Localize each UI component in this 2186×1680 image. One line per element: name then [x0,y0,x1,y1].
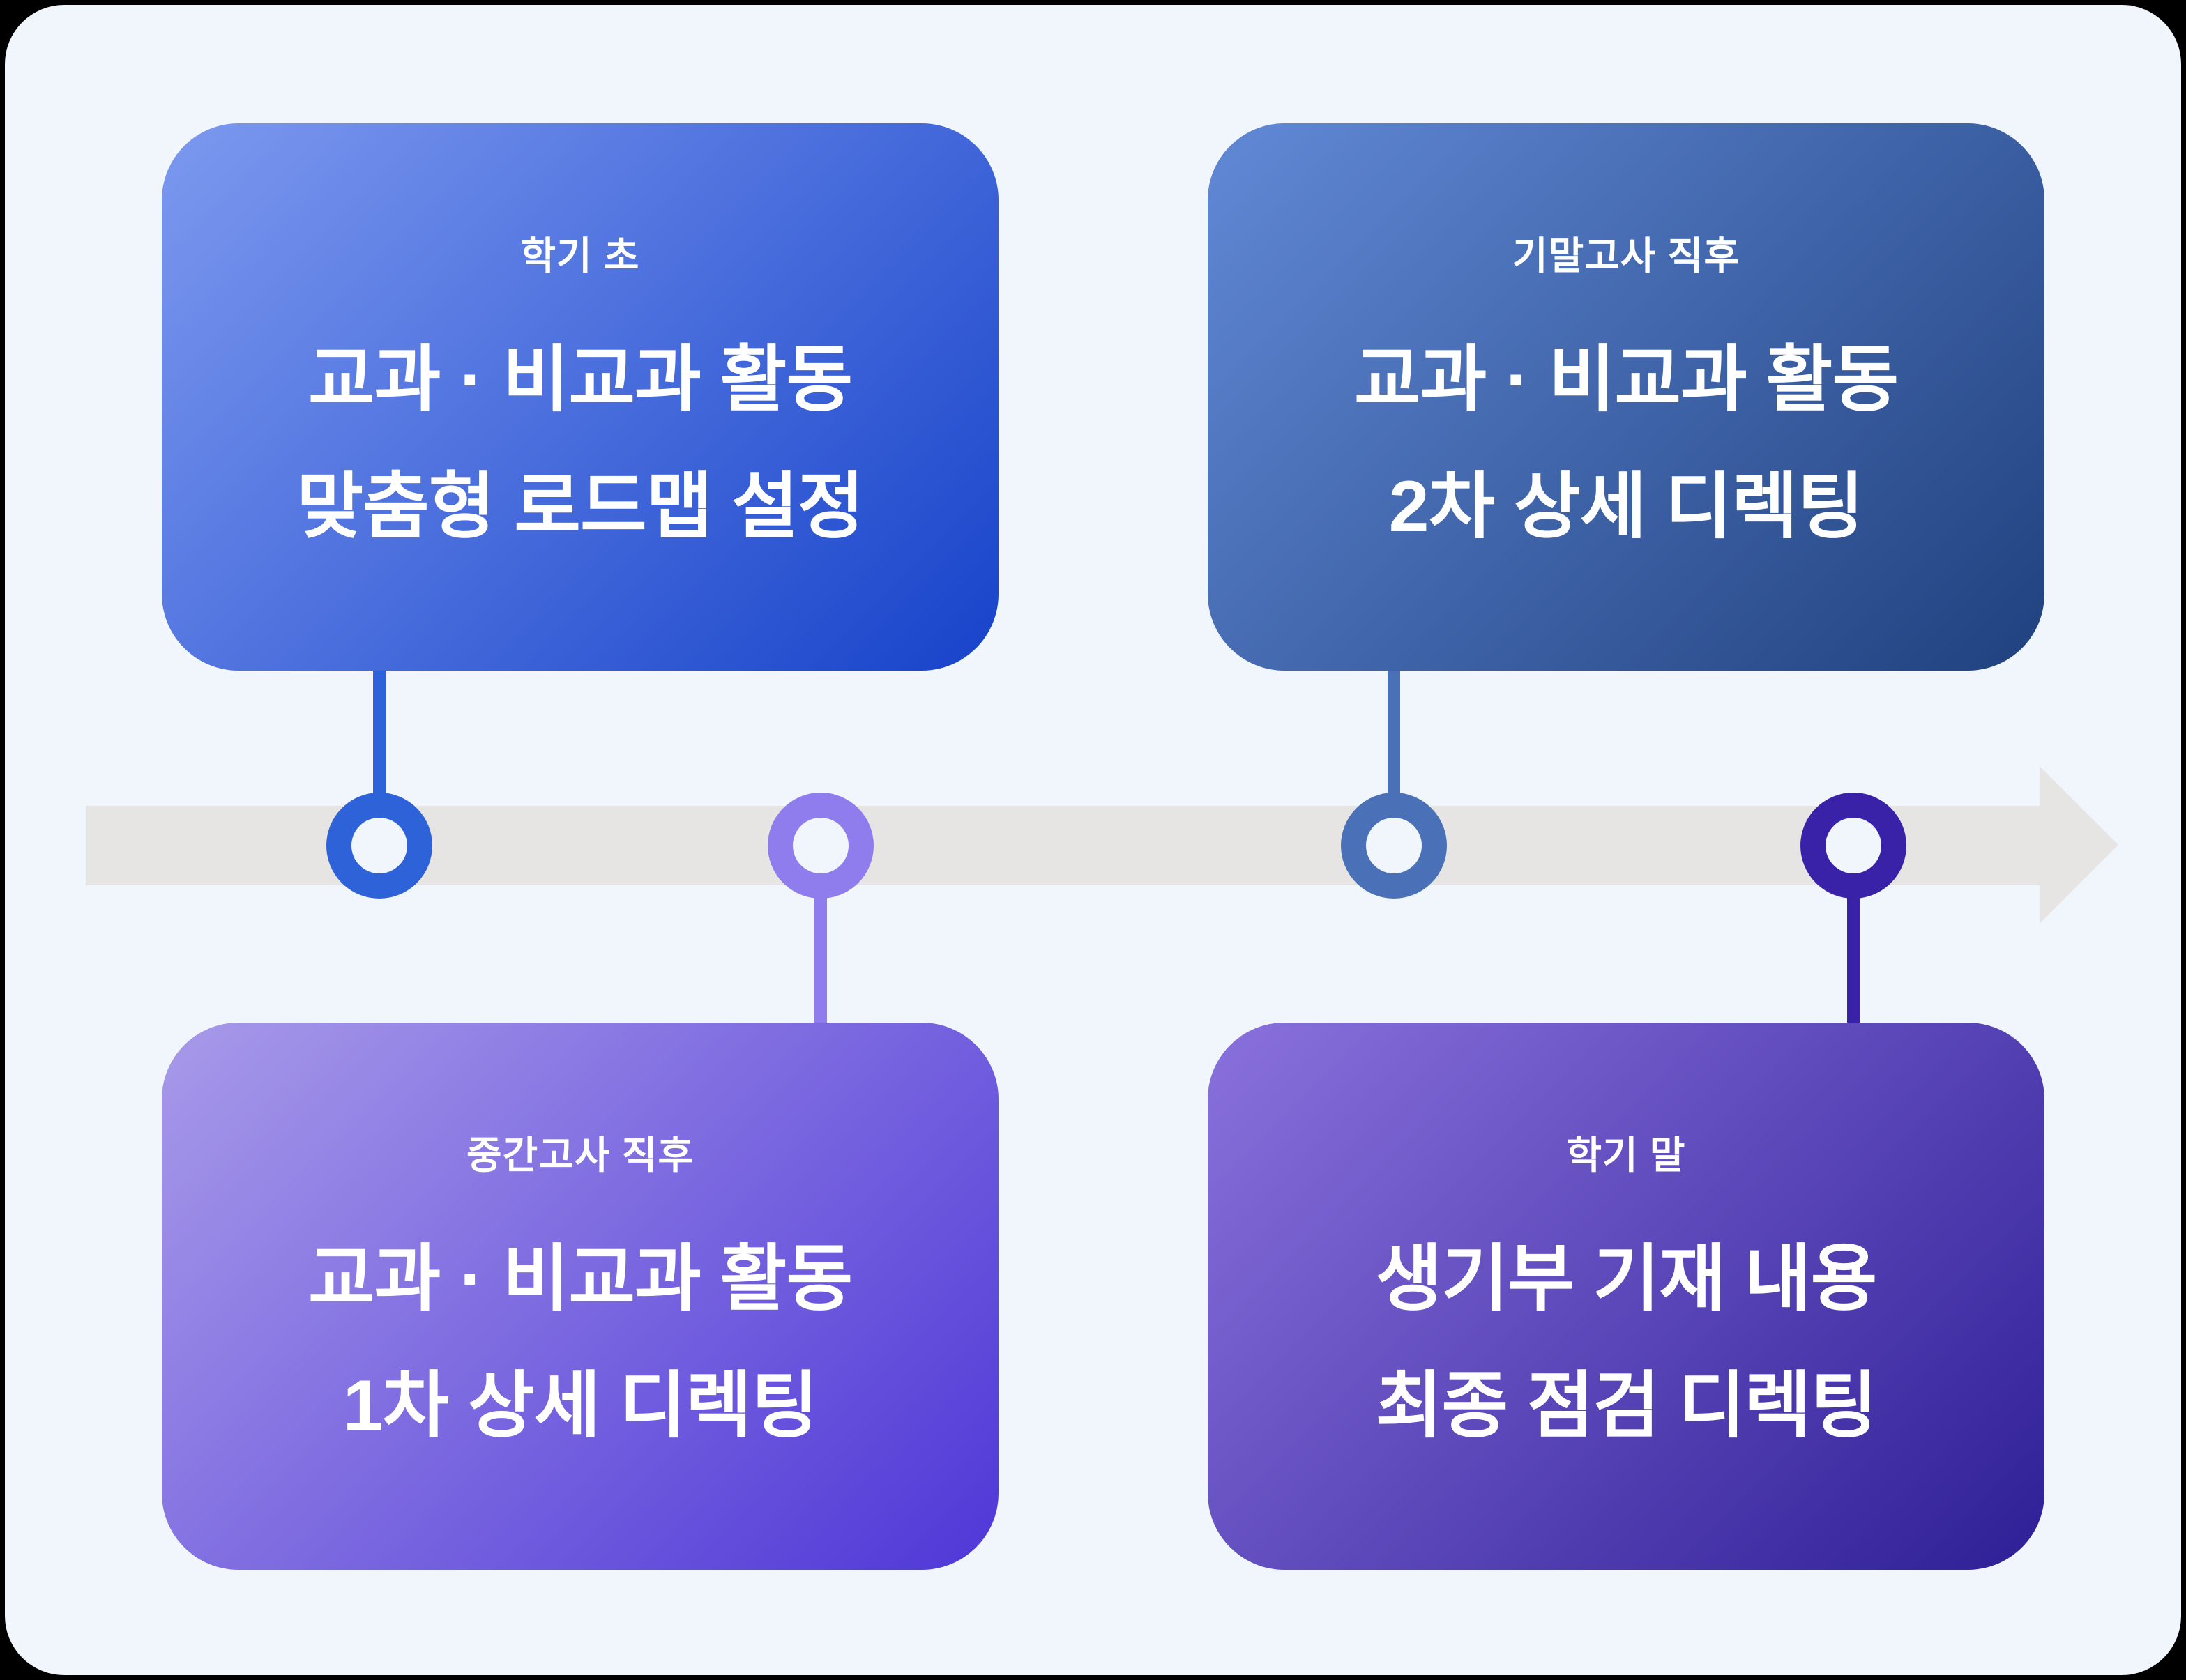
card-semester-start: 학기 초 교과 · 비교과 활동 맞춤형 로드맵 설정 [162,123,999,671]
timeline-node-midterm-after [768,793,874,899]
card-title-line: 맞춤형 로드맵 설정 [296,466,864,547]
card-title-line: 생기부 기재 내용 [1375,1238,1878,1320]
timeline-node-semester-end [1800,793,1906,899]
card-period-label: 학기 초 [520,234,640,277]
connector-semester-start [373,671,386,800]
card-midterm-after: 중간고사 직후 교과 · 비교과 활동 1차 상세 디렉팅 [162,1023,999,1570]
card-final-exam-after: 기말고사 직후 교과 · 비교과 활동 2차 상세 디렉팅 [1208,123,2044,671]
card-title-line: 교과 · 비교과 활동 [1353,339,1899,420]
timeline-node-final-exam-after [1341,793,1447,899]
card-semester-end: 학기 말 생기부 기재 내용 최종 점검 디렉팅 [1208,1023,2044,1570]
connector-final-exam-after [1388,671,1400,800]
card-period-label: 기말고사 직후 [1512,234,1740,277]
connector-midterm-after [814,892,827,1024]
card-title-line: 교과 · 비교과 활동 [308,339,853,420]
card-period-label: 중간고사 직후 [466,1133,694,1177]
card-title-line: 최종 점검 디렉팅 [1375,1365,1878,1446]
card-period-label: 학기 말 [1566,1133,1686,1177]
card-title-line: 교과 · 비교과 활동 [308,1238,853,1320]
card-title-line: 2차 상세 디렉팅 [1388,466,1865,547]
background-panel: 학기 초 교과 · 비교과 활동 맞춤형 로드맵 설정 기말고사 직후 교과 ·… [5,5,2181,1675]
timeline-arrowhead-icon [2040,766,2118,924]
connector-semester-end [1847,892,1860,1024]
card-title-line: 1차 상세 디렉팅 [342,1365,819,1446]
timeline-node-semester-start [326,793,432,899]
